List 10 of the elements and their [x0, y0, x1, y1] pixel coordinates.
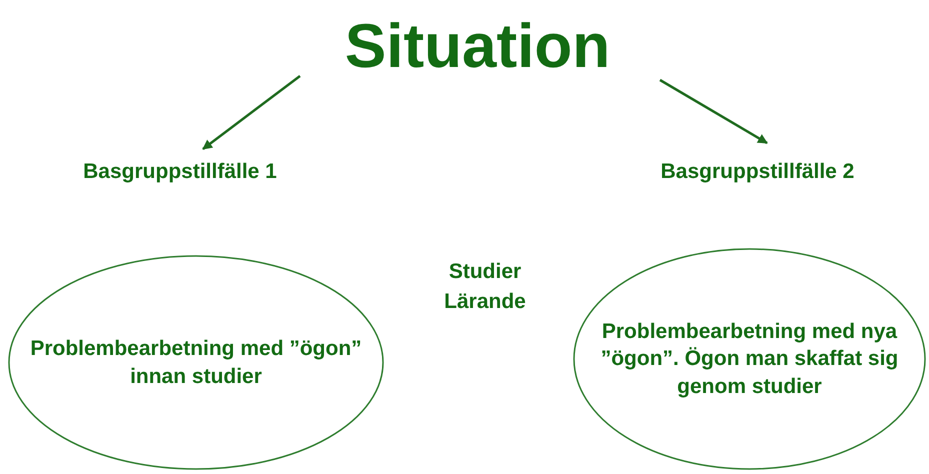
arrow [659, 78, 768, 144]
heading-text: Basgruppstillfälle 1 [45, 155, 315, 189]
heading-text: Situation [315, 8, 640, 86]
heading-text: Basgruppstillfälle 2 [620, 155, 895, 189]
ellipse-node [573, 248, 926, 470]
ellipse-node [8, 255, 384, 470]
node-text: Problembearbetning med ”ögon” innan studier [30, 336, 362, 390]
arrow [202, 75, 301, 150]
node-text: Problembearbetning med nya ”ögon”. Ögon man skaffat sig genom studier [600, 319, 900, 400]
note-text: Studier Lärande [443, 258, 527, 315]
